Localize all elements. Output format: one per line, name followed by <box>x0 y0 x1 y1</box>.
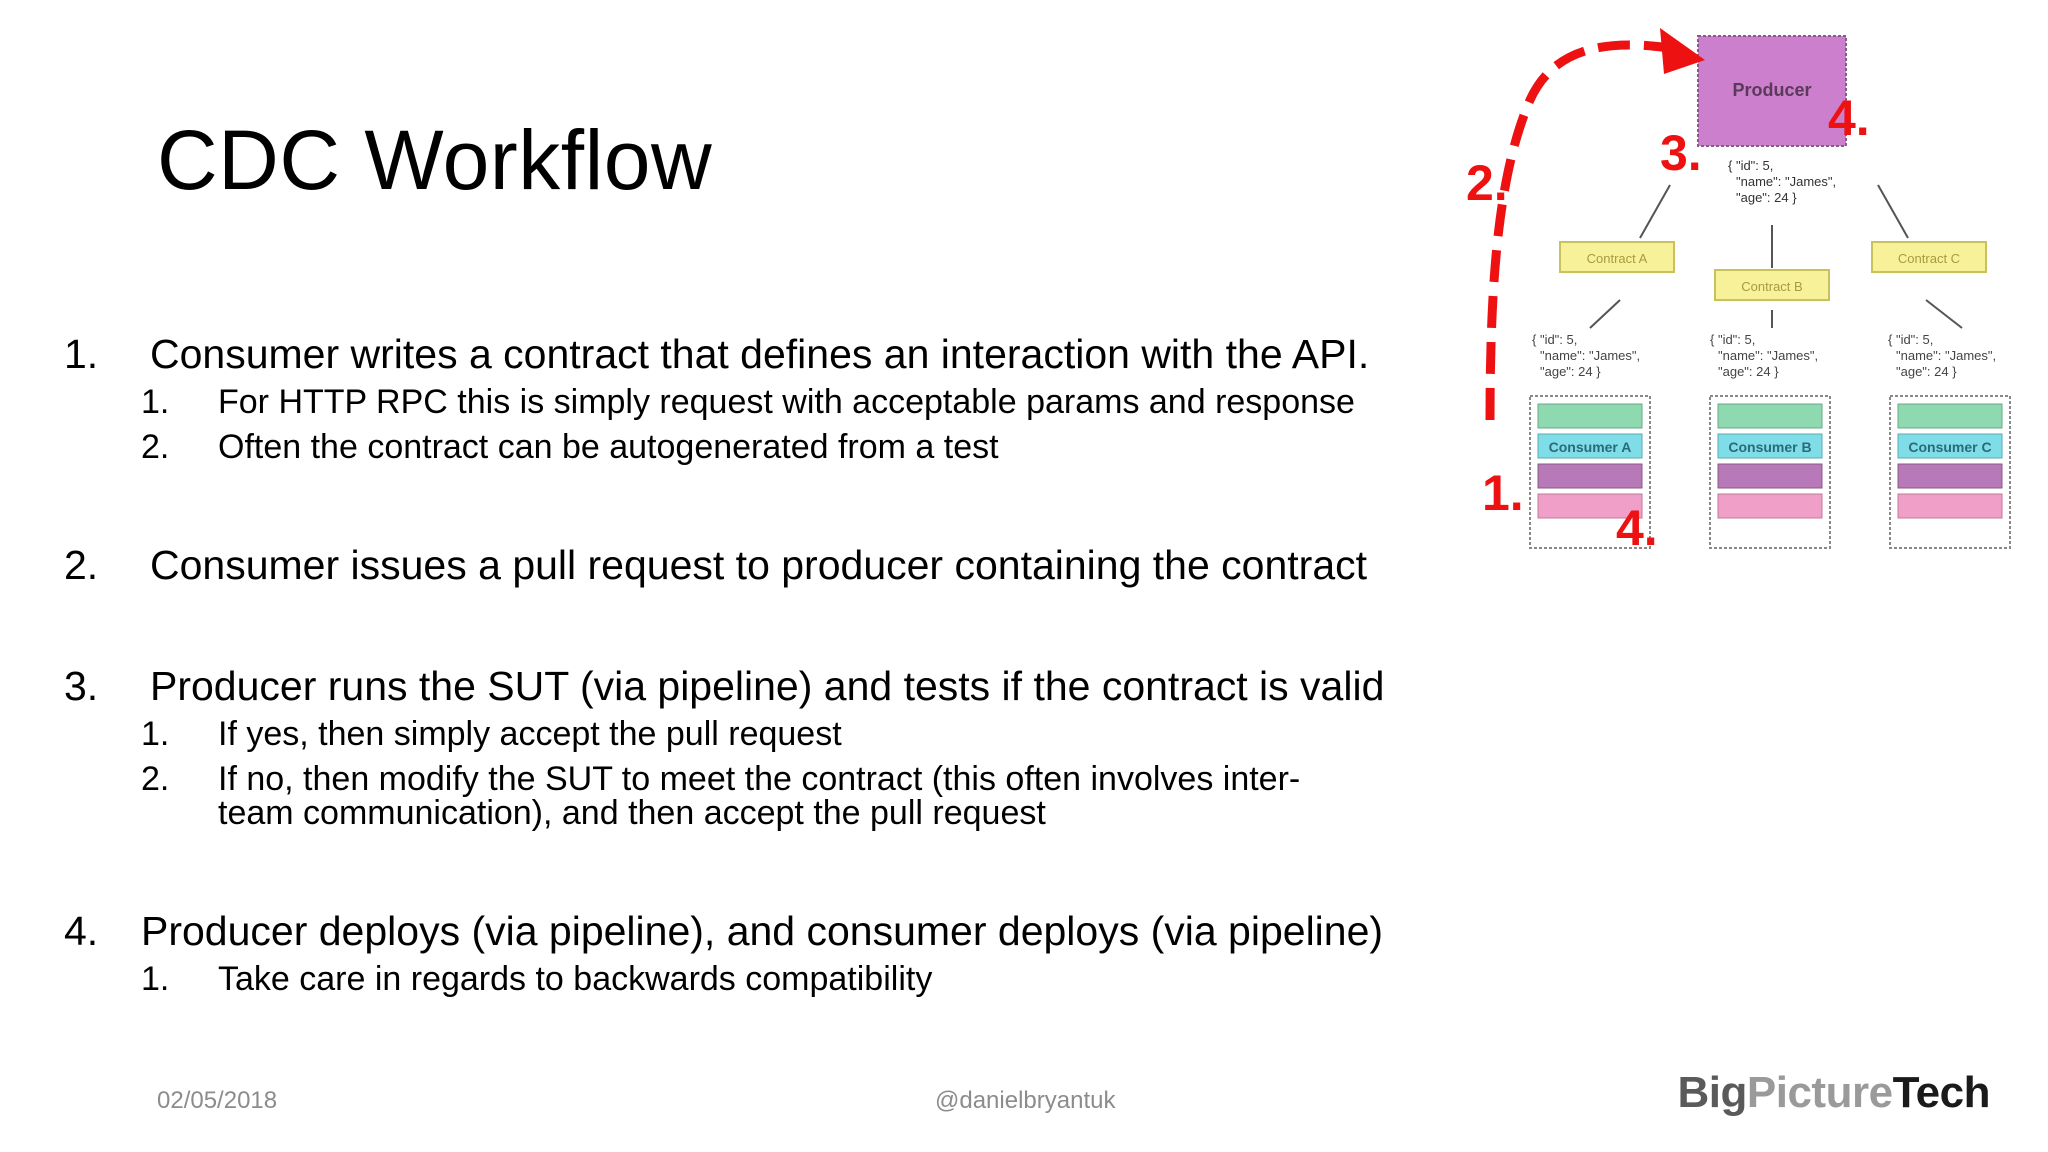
svg-text:"age": 24 }: "age": 24 } <box>1896 364 1957 379</box>
producer-json-line: "name": "James", <box>1736 174 1836 189</box>
contract-box <box>1714 269 1830 301</box>
company-logo: BigPictureTech <box>1677 1068 1991 1117</box>
sub-number: 2. <box>141 760 170 798</box>
sub-text: For HTTP RPC this is simply request with… <box>218 383 1355 421</box>
connector-line <box>1589 299 1621 329</box>
producer-box <box>1697 35 1847 147</box>
contract-label: Contract C <box>1898 251 1960 266</box>
sub-number: 1. <box>141 383 170 421</box>
svg-text:{ "id": 5,: { "id": 5, <box>1710 332 1755 347</box>
step-label: 1. <box>1482 465 1524 521</box>
footer-date: 02/05/2018 <box>157 1087 278 1114</box>
sub-number: 2. <box>141 428 170 466</box>
list-text: Consumer writes a contract that defines … <box>150 331 1370 377</box>
workflow-arrow <box>1485 40 1671 421</box>
svg-text:{ "id": 5,: { "id": 5, <box>1888 332 1933 347</box>
sub-text: Take care in regards to backwards compat… <box>218 960 933 998</box>
cdc-diagram: Producer { "id": 5, "name": "James", "ag… <box>1466 28 2011 550</box>
svg-text:"name": "James",: "name": "James", <box>1718 348 1818 363</box>
connector-line <box>1877 184 1909 239</box>
step-label: 2. <box>1466 155 1508 211</box>
sub-number: 1. <box>141 715 170 753</box>
consumer-stack-c: Consumer C <box>1889 395 2011 549</box>
consumer-label: Consumer A <box>1549 439 1632 455</box>
svg-text:"name": "James",: "name": "James", <box>1540 348 1640 363</box>
svg-text:"age": 24 }: "age": 24 } <box>1540 364 1601 379</box>
sub-number: 1. <box>141 960 170 998</box>
step-label: 4. <box>1616 500 1658 550</box>
consumer-json-c: { "id": 5, "name": "James", "age": 24 } <box>1888 332 1996 379</box>
svg-text:"name": "James",: "name": "James", <box>1896 348 1996 363</box>
list-text: Consumer issues a pull request to produc… <box>150 542 1368 588</box>
producer-json-line: "age": 24 } <box>1736 190 1797 205</box>
step-label: 3. <box>1660 125 1702 181</box>
sub-text: Often the contract can be autogenerated … <box>218 428 999 466</box>
list-text: Producer deploys (via pipeline), and con… <box>141 908 1384 954</box>
producer-label: Producer <box>1732 80 1811 100</box>
consumer-json-b: { "id": 5, "name": "James", "age": 24 } <box>1710 332 1818 379</box>
svg-text:{ "id": 5,: { "id": 5, <box>1532 332 1577 347</box>
sub-text: If no, then modify the SUT to meet the c… <box>218 760 1301 798</box>
consumer-stack-b: Consumer B <box>1709 395 1831 549</box>
arrow-head-icon <box>1660 28 1705 74</box>
step-label: 4. <box>1828 90 1870 146</box>
connector-line <box>1925 299 1963 329</box>
producer-json-line: { "id": 5, <box>1728 158 1773 173</box>
list-text: Producer runs the SUT (via pipeline) and… <box>150 663 1385 709</box>
contract-box <box>1871 241 1987 273</box>
consumer-stack-a: Consumer A <box>1529 395 1651 549</box>
footer-handle: @danielbryantuk <box>935 1087 1116 1114</box>
slide-title: CDC Workflow <box>157 113 713 207</box>
svg-text:"age": 24 }: "age": 24 } <box>1718 364 1779 379</box>
list-number: 2. <box>64 542 99 588</box>
connector-line <box>1639 184 1671 239</box>
consumer-label: Consumer B <box>1728 439 1811 455</box>
contract-label: Contract B <box>1741 279 1802 294</box>
list-number: 1. <box>64 331 99 377</box>
sub-text: If yes, then simply accept the pull requ… <box>218 715 842 753</box>
contract-box <box>1559 241 1675 273</box>
sub-text: team communication), and then accept the… <box>218 794 1046 832</box>
list-number: 4. <box>64 908 99 954</box>
consumer-json-a: { "id": 5, "name": "James", "age": 24 } <box>1532 332 1640 379</box>
contract-label: Contract A <box>1587 251 1648 266</box>
consumer-label: Consumer C <box>1908 439 1991 455</box>
list-number: 3. <box>64 663 99 709</box>
